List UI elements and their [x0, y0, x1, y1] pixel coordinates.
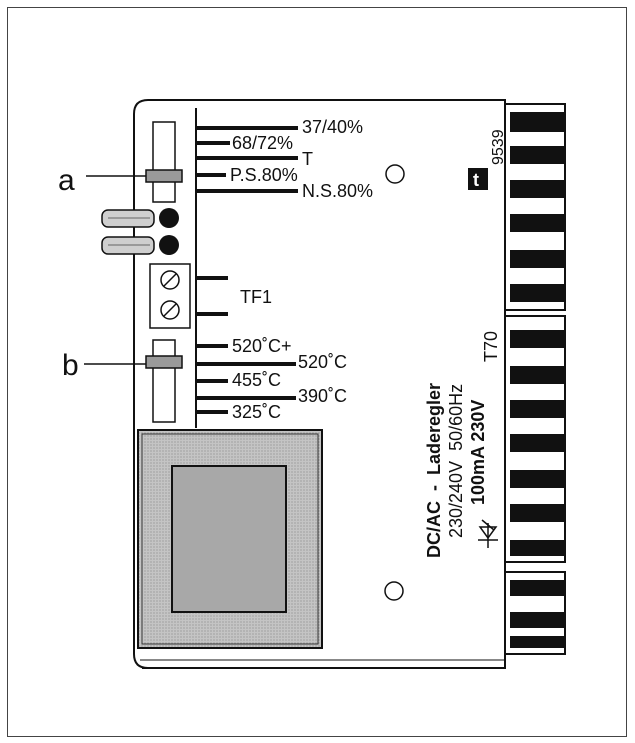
transformer-core — [171, 465, 287, 613]
label-ns80: N.S.80% — [302, 181, 373, 201]
label-tf1: TF1 — [240, 287, 272, 307]
product-text-line3: 100mA 230V — [468, 400, 488, 505]
mounting-hole-bottom — [384, 581, 404, 601]
jumper-lines-top — [196, 126, 298, 193]
slider-b-track — [152, 339, 176, 423]
mounting-hole-top — [385, 164, 405, 184]
label-325c: 325˚C — [232, 402, 281, 422]
plug-connector-1 — [101, 208, 179, 228]
edge-connector — [504, 103, 566, 655]
label-390c: 390˚C — [298, 386, 347, 406]
label-37-40: 37/40% — [302, 117, 363, 137]
temperature-lines — [196, 344, 296, 414]
brand-logo-icon: t — [468, 168, 488, 190]
diode-symbol-icon — [478, 519, 498, 548]
slider-b-knob — [145, 355, 183, 369]
tf1-lines — [196, 276, 228, 316]
label-t: T — [302, 149, 313, 169]
slider-a-track — [152, 121, 176, 203]
svg-text:t: t — [473, 170, 479, 190]
callout-a-label: a — [58, 164, 75, 197]
label-455c: 455˚C — [232, 370, 281, 390]
product-text-line2: 230/240V 50/60Hz — [446, 384, 466, 538]
plug-connector-2 — [101, 235, 179, 255]
label-520c: 520˚C — [298, 352, 347, 372]
model-number: 9539 — [490, 129, 507, 165]
slider-a-knob — [145, 169, 183, 183]
callout-b-label: b — [62, 349, 79, 382]
label-ps80: P.S.80% — [230, 165, 298, 185]
rating-label-t70: T70 — [481, 331, 501, 362]
label-68-72: 68/72% — [232, 133, 293, 153]
label-520c-plus: 520˚C+ — [232, 336, 292, 356]
product-text-line1: DC/AC - Laderegler — [424, 383, 444, 558]
